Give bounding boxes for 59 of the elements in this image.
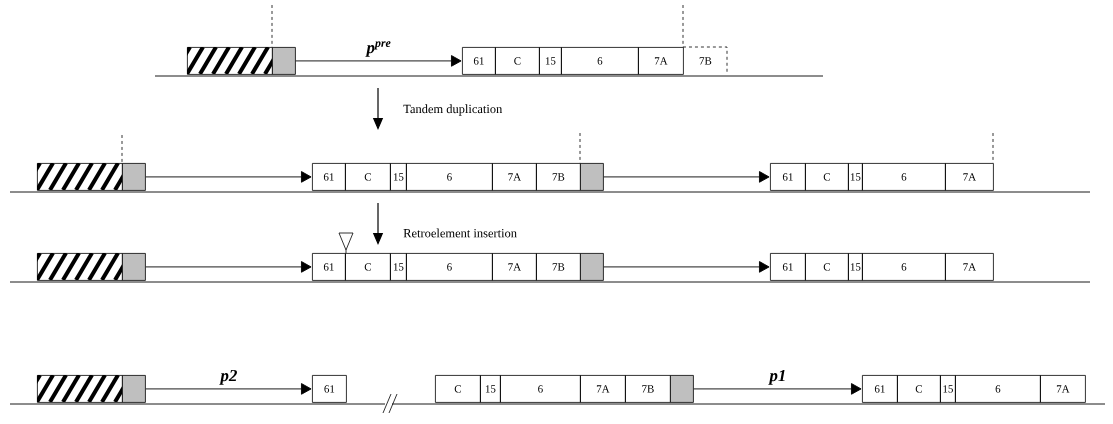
promoter-box: [580, 163, 604, 191]
exon-box: 6: [955, 375, 1041, 403]
hatched-box: [37, 375, 123, 403]
exon-box: 15: [848, 163, 863, 191]
step-label: Retroelement insertion: [403, 228, 517, 238]
promoter-box: [122, 253, 146, 281]
edge-label: p2: [219, 369, 237, 385]
exon-box: 61: [462, 47, 496, 75]
exon-box: 61: [312, 163, 346, 191]
exon-box: C: [345, 163, 391, 191]
exon-box: 7A: [945, 163, 994, 191]
arrow: [295, 55, 462, 67]
exon-box: 7A: [945, 253, 994, 281]
exon-box: 7A: [638, 47, 684, 75]
exon-box: 6: [862, 163, 946, 191]
exon-box: 7A: [1040, 375, 1086, 403]
exon-box: 6: [561, 47, 639, 75]
exon-box: C: [805, 163, 849, 191]
step-label: Tandem duplication: [403, 104, 503, 116]
exon-box: 7B: [682, 46, 728, 75]
edge-label: p$^{pre}$: [365, 41, 391, 57]
exon-box: 61: [770, 253, 806, 281]
arrow: [603, 261, 770, 273]
exon-box: 7A: [492, 253, 537, 281]
exon-box: 15: [848, 253, 863, 281]
arrow: [603, 171, 770, 183]
exon-box: 15: [940, 375, 956, 403]
exon-box: 6: [406, 253, 493, 281]
arrow: [693, 383, 862, 395]
promoter-box: [670, 375, 694, 403]
exon-box: 6: [862, 253, 946, 281]
promoter-box: [580, 253, 604, 281]
arrow: [145, 261, 312, 273]
edge-label: p1: [768, 369, 785, 385]
hatched-box: [187, 47, 273, 75]
arrow: [145, 171, 312, 183]
arrow: [145, 383, 312, 395]
exon-box: C: [897, 375, 941, 403]
exon-box: 6: [500, 375, 581, 403]
exon-box: 6: [406, 163, 493, 191]
promoter-box: [122, 163, 146, 191]
exon-box: 61: [312, 375, 347, 403]
hatched-box: [37, 163, 123, 191]
hatched-box: [37, 253, 123, 281]
promoter-box: [122, 375, 146, 403]
exon-box: 15: [480, 375, 501, 403]
exon-box: 7A: [492, 163, 537, 191]
exon-box: 15: [390, 253, 407, 281]
exon-box: 61: [862, 375, 898, 403]
promoter-box: [272, 47, 296, 75]
exon-box: 7A: [580, 375, 626, 403]
exon-box: C: [805, 253, 849, 281]
exon-box: 15: [390, 163, 407, 191]
exon-box: C: [435, 375, 481, 403]
exon-box: 61: [312, 253, 346, 281]
exon-box: 15: [539, 47, 562, 75]
exon-box: C: [345, 253, 391, 281]
exon-box: 61: [770, 163, 806, 191]
exon-box: C: [495, 47, 540, 75]
